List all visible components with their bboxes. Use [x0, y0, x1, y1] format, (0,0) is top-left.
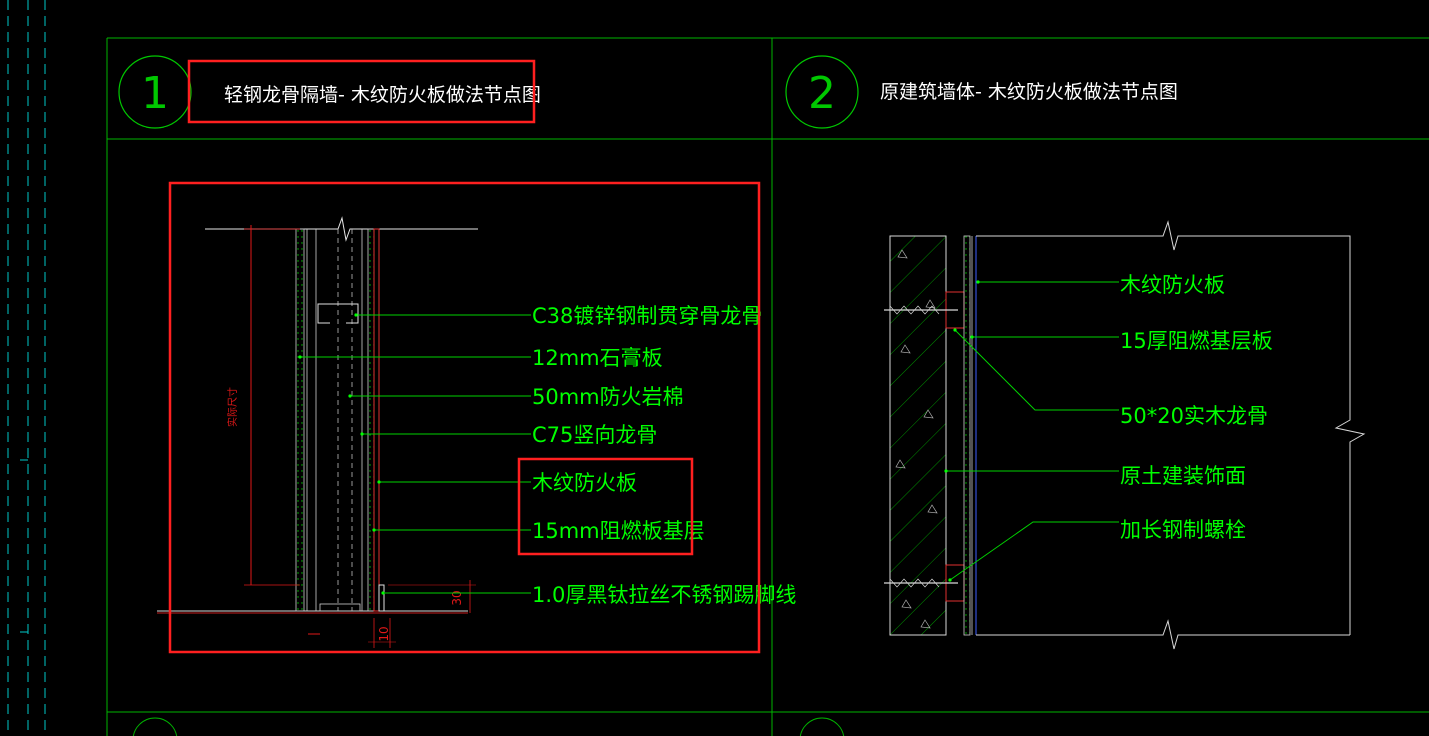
labels-highlight-box: [517, 457, 694, 556]
panel2-number-circle: [785, 55, 859, 129]
panel1-title: 轻钢龙骨隔墙- 木纹防火板做法节点图: [224, 84, 541, 106]
label-c38-channel: C38镀锌钢制贯穿骨龙骨: [532, 304, 762, 328]
label-gypsum-board: 12mm石膏板: [532, 346, 663, 370]
label-fr-substrate: 15mm阻燃板基层: [532, 519, 705, 543]
panel1-number-circle: [118, 55, 192, 129]
panel1-header: 1 轻钢龙骨隔墙- 木纹防火板做法节点图: [118, 55, 541, 129]
detail-highlight-box: [168, 181, 761, 654]
label-wood-fire-board-2: 木纹防火板: [1120, 273, 1225, 297]
label-c75-stud: C75竖向龙骨: [532, 423, 657, 447]
panel1-leaders: [300, 314, 531, 594]
label-skirting: 1.0厚黑钛拉丝不锈钢踢脚线: [532, 583, 796, 607]
side-ruler: [7, 0, 46, 736]
label-fr-substrate-2: 15厚阻燃基层板: [1120, 329, 1273, 353]
bottom-dimension-label: 10: [377, 626, 391, 641]
title-highlight-box: [187, 59, 536, 124]
skirting-dimension-label: 30: [450, 590, 464, 605]
label-wood-batten: 50*20实木龙骨: [1120, 404, 1268, 428]
panel2-section-detail: [884, 220, 1366, 650]
panel1-leader-dots: [298, 313, 385, 595]
panel2-labels: 木纹防火板 15厚阻燃基层板 50*20实木龙骨 原土建装饰面 加长钢制螺栓: [1120, 273, 1273, 542]
panel2-header: 2 原建筑墙体- 木纹防火板做法节点图: [785, 55, 1178, 129]
panel1-number: 1: [141, 68, 169, 119]
label-steel-bolt: 加长钢制螺栓: [1120, 518, 1246, 542]
panel2-number: 2: [808, 68, 836, 119]
panel2-leader-dots: [944, 280, 980, 582]
label-original-finish: 原土建装饰面: [1120, 464, 1246, 488]
panel2-leaders: [946, 281, 1119, 581]
panel1-labels: C38镀锌钢制贯穿骨龙骨 12mm石膏板 50mm防火岩棉 C75竖向龙骨 木纹…: [532, 304, 796, 607]
label-wood-fire-board: 木纹防火板: [532, 471, 637, 495]
label-rock-wool: 50mm防火岩棉: [532, 385, 684, 409]
panel2-title: 原建筑墙体- 木纹防火板做法节点图: [880, 81, 1178, 103]
drawing-frame: [106, 37, 1429, 736]
height-dimension-label: 实际尺寸: [226, 387, 239, 427]
panel1-section-detail: 实际尺寸 30 10: [157, 216, 478, 648]
